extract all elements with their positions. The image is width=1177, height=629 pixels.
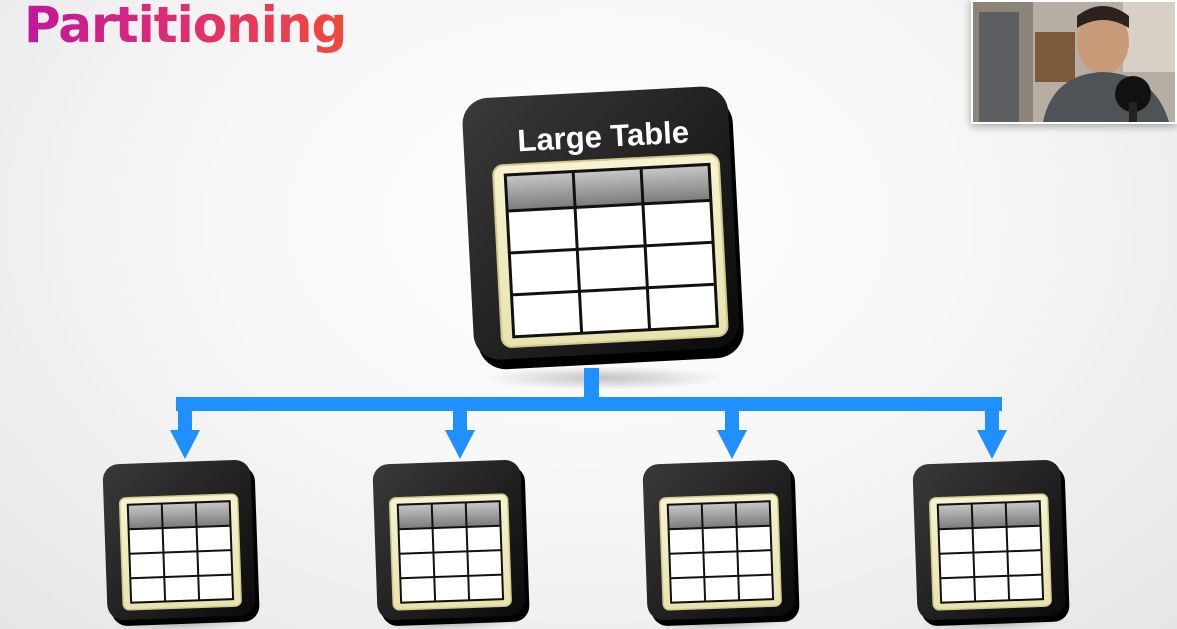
partition-header-row [127, 501, 231, 530]
presenter-webcam [971, 0, 1177, 124]
partition-table-3 [642, 460, 800, 629]
arrow-head-2 [445, 430, 475, 459]
slide-title: Partitioning [24, 0, 347, 54]
arrow-head-1 [170, 430, 200, 459]
partition-header-row [937, 501, 1041, 530]
partition-arrows [170, 368, 1007, 459]
arrow-head-3 [717, 430, 747, 459]
arrow-stem-1 [178, 397, 192, 433]
partition-table-1 [102, 460, 260, 629]
large-table-shadow [483, 366, 723, 390]
arrow-head-4 [977, 430, 1007, 459]
partition-table-4 [912, 460, 1070, 629]
partition-tables [102, 460, 1070, 629]
large-table-grid [503, 162, 720, 339]
arrow-stem-3 [725, 397, 739, 433]
presenter-webcam-icon [973, 2, 1175, 122]
partition-table-2 [372, 460, 530, 629]
arrow-crossbar [176, 397, 1002, 411]
partition-body [668, 525, 774, 603]
partition-body [128, 525, 234, 603]
arrow-stem-4 [985, 397, 999, 433]
partition-header-row [397, 501, 501, 530]
partition-body [938, 525, 1044, 603]
arrow-stem-2 [453, 397, 467, 433]
large-table: Large Table [462, 86, 744, 390]
partition-body [398, 525, 504, 603]
large-table-body [507, 200, 718, 337]
large-table-header-row [505, 164, 711, 211]
partition-header-row [667, 501, 771, 530]
